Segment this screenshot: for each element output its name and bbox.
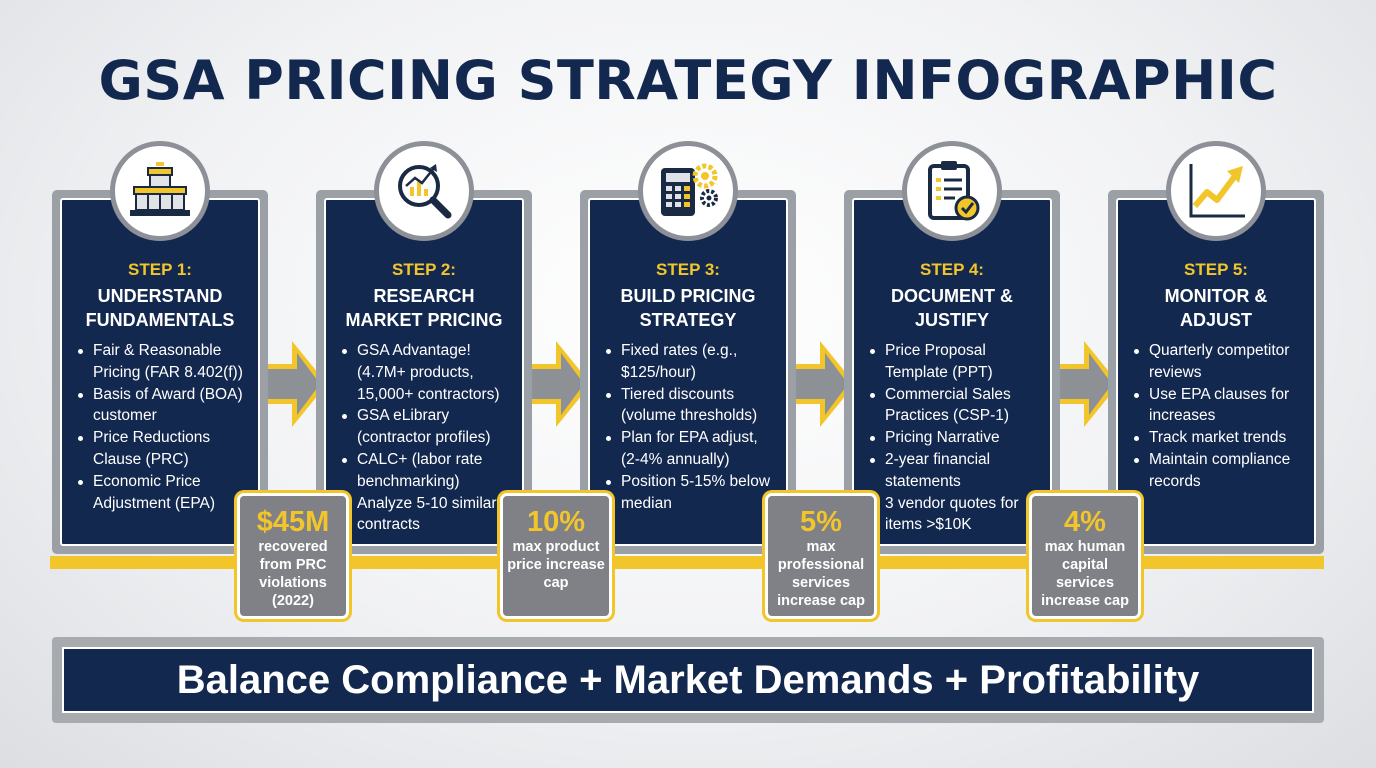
- stat-description: recovered from PRC violations (2022): [258, 539, 328, 609]
- arrow-4-5-icon: [1047, 341, 1119, 427]
- step-bullet: 3 vendor quotes for items >$10K: [868, 493, 1042, 537]
- stat-callout-3: 5% max professional services increase ca…: [765, 493, 877, 619]
- step-2-icon-badge: [374, 141, 474, 241]
- step-card-3: STEP 3: BUILD PRICING STRATEGY Fixed rat…: [580, 190, 796, 554]
- step-title: DOCUMENT & JUSTIFY: [891, 286, 1013, 330]
- arrow-2-3-icon: [519, 341, 591, 427]
- stat-value: 10%: [526, 506, 586, 538]
- step-bullet: CALC+ (labor rate benchmarking): [340, 449, 514, 493]
- step-bullet-list: Fixed rates (e.g., $125/hour) Tiered dis…: [604, 340, 778, 514]
- stat-callout-2: 10% max product price increase cap: [500, 493, 612, 619]
- step-label: STEP 1:: [128, 260, 192, 279]
- clipboard-check-icon: [928, 161, 980, 221]
- step-bullet: Position 5-15% below median: [604, 471, 778, 515]
- step-title: MONITOR & ADJUST: [1164, 286, 1268, 330]
- step-card-2: STEP 2: RESEARCH MARKET PRICING GSA Adva…: [316, 190, 532, 554]
- step-bullet: Track market trends: [1132, 427, 1306, 449]
- step-bullet: Maintain compliance records: [1132, 449, 1306, 493]
- step-4-icon-badge: [902, 141, 1002, 241]
- magnifier-chart-icon: [398, 164, 452, 219]
- stat-value: 4%: [1064, 506, 1106, 538]
- step-title: UNDERSTAND FUNDAMENTALS: [85, 286, 235, 330]
- page-title: GSA PRICING STRATEGY INFOGRAPHIC: [98, 49, 1278, 112]
- step-5-icon-badge: [1166, 141, 1266, 241]
- step-card-1: STEP 1: UNDERSTAND FUNDAMENTALS Fair & R…: [52, 190, 268, 554]
- step-bullet: Pricing Narrative: [868, 427, 1042, 449]
- step-bullet: GSA Advantage! (4.7M+ products, 15,000+ …: [340, 340, 514, 405]
- stat-description: max professional services increase cap: [777, 539, 865, 609]
- step-bullet: Price Proposal Template (PPT): [868, 340, 1042, 384]
- step-bullet: Quarterly competitor reviews: [1132, 340, 1306, 384]
- stat-value: $45M: [256, 506, 330, 538]
- step-title: RESEARCH MARKET PRICING: [345, 286, 503, 330]
- step-bullet: Plan for EPA adjust, (2-4% annually): [604, 427, 778, 471]
- step-bullet-list: GSA Advantage! (4.7M+ products, 15,000+ …: [340, 340, 514, 536]
- step-label: STEP 2:: [392, 260, 456, 279]
- step-bullet-list: Quarterly competitor reviews Use EPA cla…: [1132, 340, 1306, 493]
- step-bullet: Use EPA clauses for increases: [1132, 384, 1306, 428]
- step-title: BUILD PRICING STRATEGY: [620, 286, 756, 330]
- stat-callout-4: 4% max human capital services increase c…: [1029, 493, 1141, 619]
- step-bullet: Analyze 5-10 similar contracts: [340, 493, 514, 537]
- step-bullet-list: Price Proposal Template (PPT) Commercial…: [868, 340, 1042, 536]
- stat-description: max human capital services increase cap: [1041, 539, 1129, 609]
- arrow-1-2-icon: [255, 341, 327, 427]
- calculator-gears-icon: [661, 163, 718, 216]
- step-bullet: Tiered discounts (volume thresholds): [604, 384, 778, 428]
- step-bullet: Commercial Sales Practices (CSP-1): [868, 384, 1042, 428]
- stat-description: max product price increase cap: [507, 539, 605, 591]
- step-bullet: Fair & Reasonable Pricing (FAR 8.402(f)): [76, 340, 250, 384]
- arrow-3-4-icon: [783, 341, 855, 427]
- trend-chart-icon: [1189, 164, 1245, 218]
- summary-banner: Balance Compliance + Market Demands + Pr…: [52, 637, 1324, 723]
- step-bullet: Fixed rates (e.g., $125/hour): [604, 340, 778, 384]
- step-1-icon-badge: [110, 141, 210, 241]
- step-bullet: Economic Price Adjustment (EPA): [76, 471, 250, 515]
- step-label: STEP 5:: [1184, 260, 1248, 279]
- step-label: STEP 4:: [920, 260, 984, 279]
- step-card-5: STEP 5: MONITOR & ADJUST Quarterly compe…: [1108, 190, 1324, 554]
- building-columns-icon: [130, 162, 190, 216]
- stat-value: 5%: [800, 506, 842, 538]
- step-3-icon-badge: [638, 141, 738, 241]
- step-card-4: STEP 4: DOCUMENT & JUSTIFY Price Proposa…: [844, 190, 1060, 554]
- stat-callout-1: $45M recovered from PRC violations (2022…: [237, 493, 349, 619]
- step-bullet: Price Reductions Clause (PRC): [76, 427, 250, 471]
- step-bullet-list: Fair & Reasonable Pricing (FAR 8.402(f))…: [76, 340, 250, 514]
- banner-text: Balance Compliance + Market Demands + Pr…: [62, 647, 1314, 713]
- step-bullet: GSA eLibrary (contractor profiles): [340, 405, 514, 449]
- step-label: STEP 3:: [656, 260, 720, 279]
- step-bullet: 2-year financial statements: [868, 449, 1042, 493]
- connector-band: [50, 556, 1324, 569]
- step-bullet: Basis of Award (BOA) customer: [76, 384, 250, 428]
